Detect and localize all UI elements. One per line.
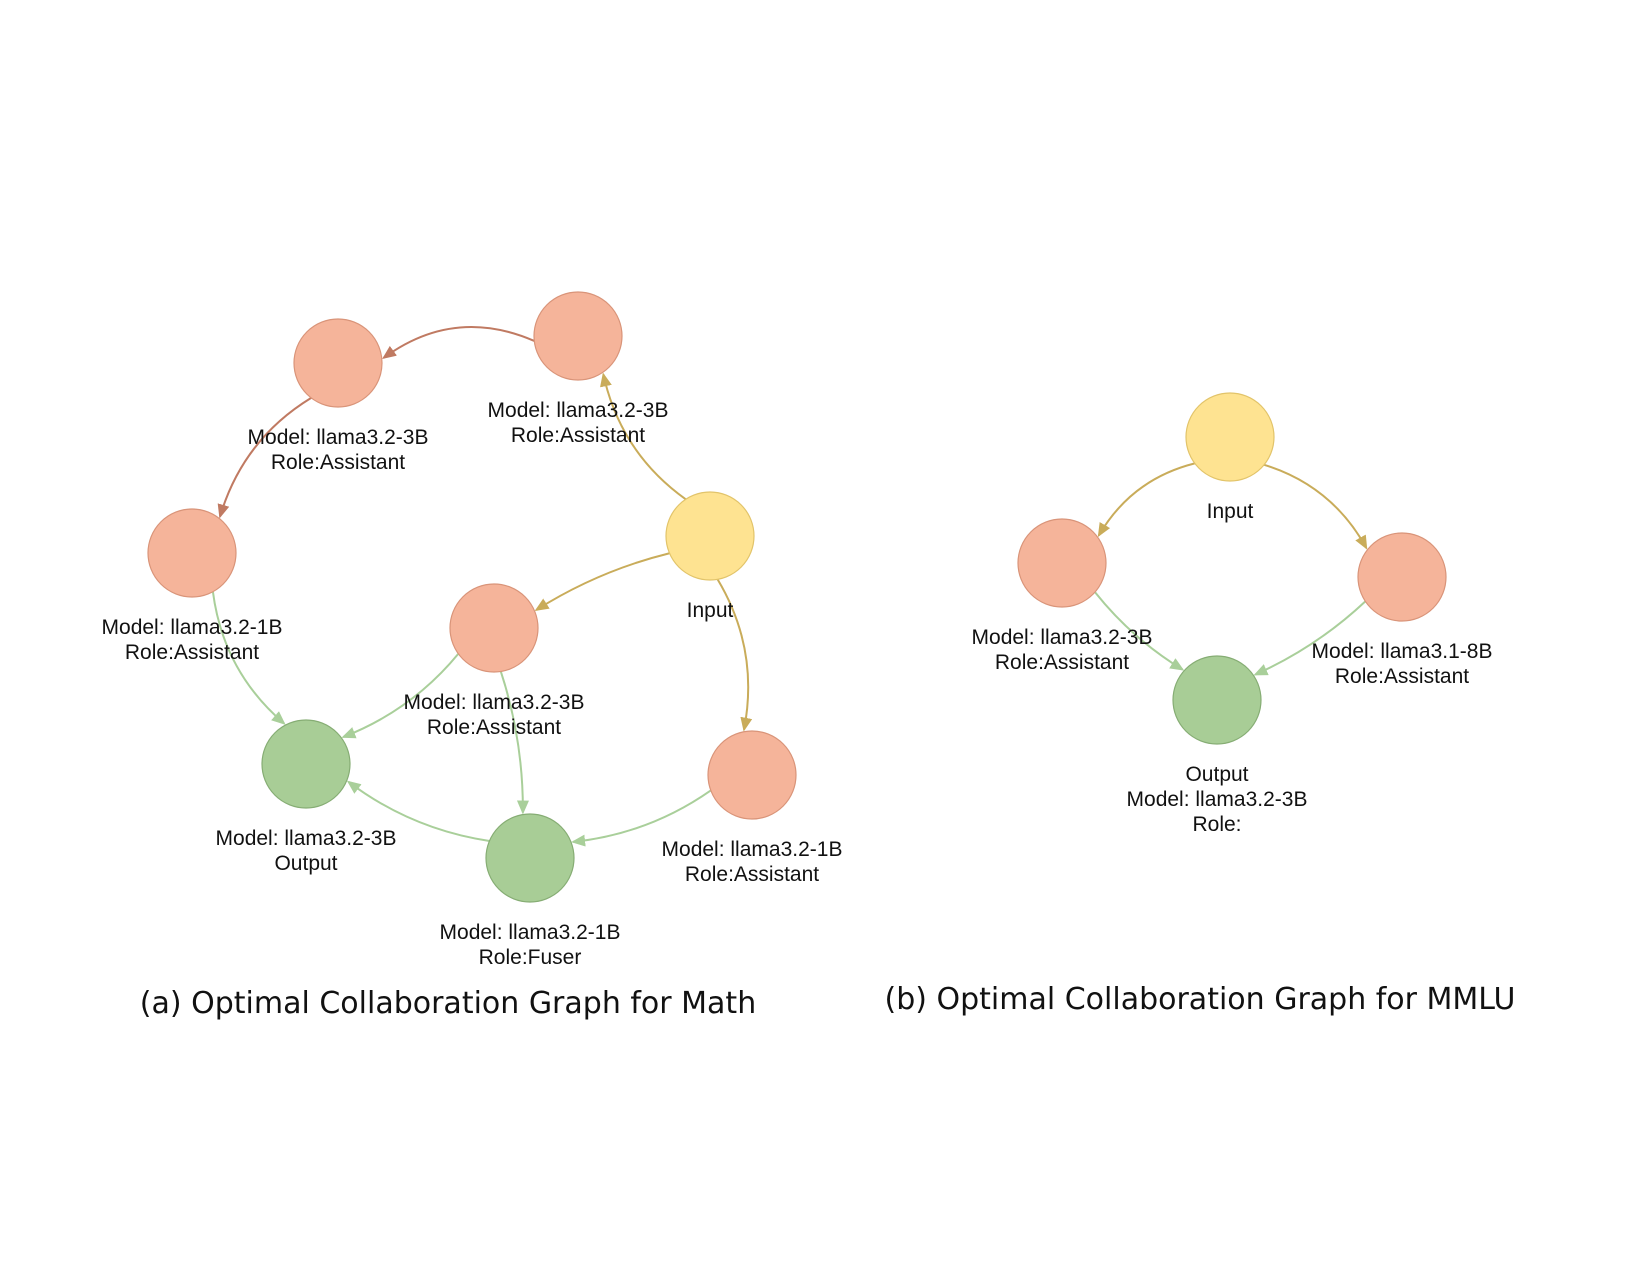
node-label-line: Model: llama3.2-1B	[440, 921, 621, 944]
node-a_asst_left	[147, 508, 237, 598]
edge-a_input-to-a_asst_top	[600, 372, 687, 501]
node-label-a_input: Input	[687, 599, 734, 622]
node-a_fuser	[485, 813, 575, 903]
node-label-line: Model: llama3.2-3B	[488, 399, 669, 422]
node-label-line: Role:Fuser	[479, 946, 582, 969]
node-label-line: Input	[1207, 500, 1254, 523]
node-label-line: Role:Assistant	[685, 863, 819, 886]
node-label-line: Model: llama3.2-3B	[404, 691, 585, 714]
edge-b_asst_right-to-b_output	[1253, 600, 1367, 676]
node-label-line: Model: llama3.2-3B	[1127, 788, 1308, 811]
node-a_asst_top	[533, 291, 623, 381]
node-label-b_input: Input	[1207, 500, 1254, 523]
node-label-line: Role:	[1192, 813, 1241, 836]
node-label-line: Model: llama3.2-1B	[102, 616, 283, 639]
edge-a_fuser-to-a_output	[346, 780, 490, 842]
node-b_output	[1172, 655, 1262, 745]
node-label-line: Role:Assistant	[427, 716, 561, 739]
node-a_input	[665, 491, 755, 581]
edge-a_asst_top-to-a_asst_topleft	[382, 325, 535, 360]
edge-a_asst_mid-to-a_fuser	[499, 671, 529, 815]
edge-a_asst_topleft-to-a_asst_left	[217, 397, 312, 519]
caption-mmlu-graph: (b) Optimal Collaboration Graph for MMLU	[885, 982, 1516, 1017]
node-label-line: Role:Assistant	[125, 641, 259, 664]
node-label-line: Role:Assistant	[1335, 665, 1469, 688]
edge-b_asst_left-to-b_output	[1094, 591, 1185, 671]
node-a_asst_right	[707, 730, 797, 820]
node-label-line: Role:Assistant	[995, 651, 1129, 674]
edge-a_asst_right-to-a_fuser	[571, 789, 712, 847]
node-label-line: Role:Assistant	[271, 451, 405, 474]
node-label-line: Model: llama3.2-3B	[216, 827, 397, 850]
node-label-line: Model: llama3.1-8B	[1312, 640, 1493, 663]
node-b_input	[1185, 392, 1275, 482]
node-label-line: Output	[1185, 763, 1248, 786]
edge-a_asst_left-to-a_output	[211, 591, 286, 725]
node-label-line: Input	[687, 599, 734, 622]
caption-math-graph: (a) Optimal Collaboration Graph for Math	[140, 986, 756, 1021]
node-label-line: Output	[274, 852, 337, 875]
node-label-line: Model: llama3.2-1B	[662, 838, 843, 861]
edge-a_input-to-a_asst_mid	[534, 552, 670, 612]
edge-b_input-to-b_asst_left	[1097, 462, 1196, 538]
edge-b_input-to-b_asst_right	[1263, 463, 1368, 550]
node-a_asst_topleft	[293, 318, 383, 408]
node-label-line: Role:Assistant	[511, 424, 645, 447]
node-a_output	[261, 719, 351, 809]
node-a_asst_mid	[449, 583, 539, 673]
edge-a_asst_mid-to-a_output	[341, 653, 460, 739]
node-label-line: Model: llama3.2-3B	[972, 626, 1153, 649]
node-label-line: Model: llama3.2-3B	[248, 426, 429, 449]
node-b_asst_right	[1357, 532, 1447, 622]
edge-a_input-to-a_asst_right	[716, 578, 753, 732]
node-b_asst_left	[1017, 518, 1107, 608]
